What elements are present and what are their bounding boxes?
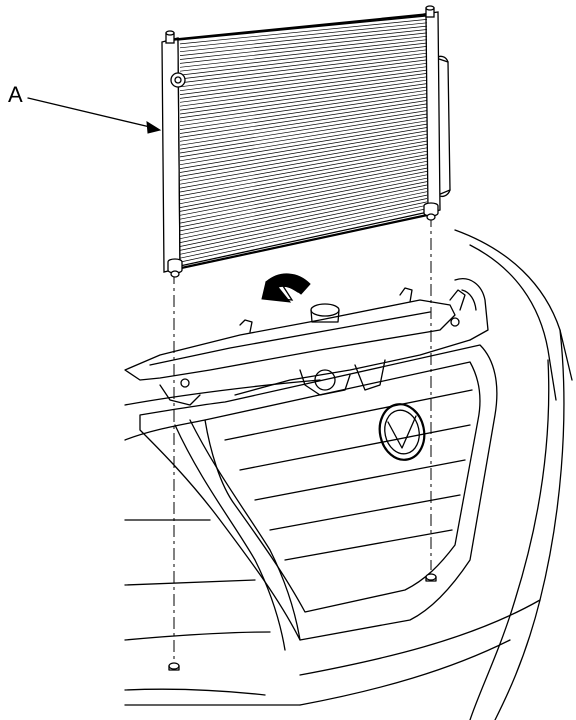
condenser-fin-line [179,73,428,107]
callout-a-leader [27,97,162,134]
condenser-fin-line [179,160,428,208]
alignment-lines [168,215,437,671]
condenser-fins [179,19,428,263]
condenser-fin-line [179,46,428,76]
condenser-fin-line [179,120,428,162]
condenser-fin-line [179,35,428,64]
condenser-fin-line [179,198,428,251]
condenser-fin-line [179,25,428,53]
condenser-fin-line [179,123,428,166]
condenser-fin-line [179,76,428,111]
condenser-fin-line [179,42,428,72]
vehicle-front-body [124,229,573,720]
condenser-fin-line [179,147,428,193]
front-grille [139,344,498,651]
condenser-fin-line [179,130,428,173]
condenser-unit [161,5,451,278]
condenser-fin-line [179,184,428,236]
condenser-fin-line [179,93,428,130]
condenser-fin-line [179,89,428,127]
condenser-fin-line [179,59,428,92]
condenser-fin-line [179,191,428,243]
condenser-fin-line [179,127,428,169]
condenser-fin-line [179,133,428,177]
condenser-fin-line [179,62,428,95]
condenser-fin-line [179,177,428,228]
condenser-fin-line [179,69,428,103]
condenser-fin-line [179,110,428,150]
condenser-fin-line [179,181,428,232]
condenser-fin-line [179,56,428,88]
condenser-fin-line [179,52,428,84]
condenser-fin-line [179,164,428,212]
condenser-fin-line [179,103,428,142]
condenser-fin-line [179,137,428,181]
condenser-fin-line [179,22,428,49]
condenser-fin-line [179,117,428,158]
condenser-fin-line [179,79,428,115]
condenser-fin-line [179,49,428,80]
condenser-fin-line [179,96,428,134]
condenser-fin-line [179,154,428,201]
condenser-fin-line [179,150,428,197]
condenser-fin-line [179,29,428,56]
condenser-fin-line [179,204,428,259]
condenser-fin-line [179,106,428,146]
condenser-fin-line [179,144,428,189]
removal-direction-arrow [261,273,311,303]
condenser-fin-line [179,86,428,123]
condenser-fin-line [179,140,428,185]
condenser-fin-line [179,171,428,220]
condenser-fin-line [179,32,428,60]
condenser-fin-line [179,194,428,247]
condenser-fin-line [179,113,428,154]
condenser-fin-line [179,157,428,205]
condenser-fin-line [179,19,428,45]
condenser-fin-line [179,208,428,263]
condenser-fin-line [179,187,428,240]
radiator-support [124,278,489,406]
condenser-fin-line [179,83,428,119]
condenser-fin-line [179,201,428,255]
condenser-fin-line [179,66,428,99]
callout-label-a: A [8,82,23,107]
condenser-fin-line [179,174,428,224]
condenser-fin-line [179,39,428,68]
condenser-fin-line [179,100,428,138]
condenser-fin-line [179,167,428,216]
